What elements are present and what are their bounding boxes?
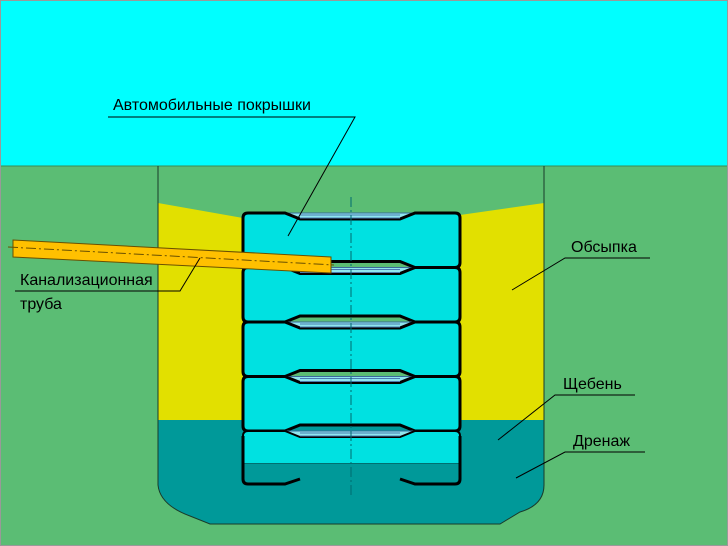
label-tires: Автомобильные покрышки bbox=[113, 97, 311, 114]
backfill-left bbox=[158, 203, 243, 420]
backfill-right bbox=[460, 203, 544, 420]
tire bbox=[242, 430, 461, 466]
label-backfill: Обсыпка bbox=[571, 239, 637, 256]
label-drainage: Дренаж bbox=[573, 433, 631, 450]
label-gravel: Щебень bbox=[563, 376, 622, 393]
leader-lines bbox=[15, 116, 650, 479]
label-pipe-line1: Канализационная bbox=[20, 272, 153, 289]
label-pipe-line2: труба bbox=[20, 296, 62, 313]
sky bbox=[0, 0, 728, 166]
pit-outline bbox=[157, 166, 545, 525]
